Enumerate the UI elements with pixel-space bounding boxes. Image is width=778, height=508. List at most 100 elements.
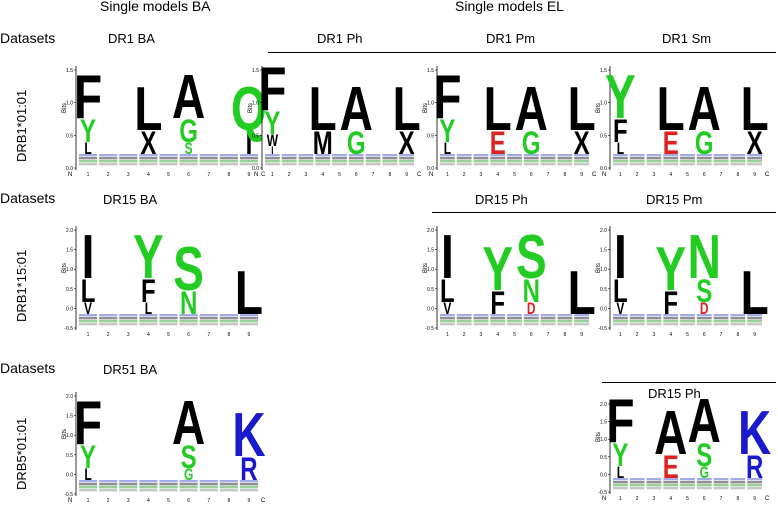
logo-letter: Y — [605, 62, 636, 131]
background-letters — [629, 487, 645, 490]
background-letters — [348, 154, 364, 157]
x-tick-label: 9 — [248, 172, 251, 178]
background-letters — [382, 154, 398, 157]
background-letters — [713, 323, 729, 326]
x-tick-label: 8 — [736, 172, 739, 178]
logo-letter: N — [523, 274, 540, 310]
x-tick-label: 7 — [207, 498, 210, 504]
background-letters — [646, 314, 662, 317]
title-dr15-ba: DR15 BA — [103, 192, 158, 207]
background-letters — [139, 320, 158, 323]
datasets-label-row1: Datasets — [0, 30, 56, 46]
logo-letter: X — [140, 126, 156, 162]
background-letters — [680, 323, 695, 326]
background-letters — [99, 480, 118, 483]
logo-letter: A — [654, 398, 687, 467]
y-tick-label: 1.5 — [427, 68, 434, 74]
background-letters — [199, 157, 218, 160]
logo-letter: L — [568, 258, 596, 327]
background-letters — [490, 323, 506, 326]
logo-letter: L — [81, 274, 96, 310]
x-tick-label: 7 — [207, 332, 210, 338]
x-tick-label: 8 — [563, 332, 566, 338]
background-letters — [139, 489, 158, 492]
logo-letter: K — [738, 398, 771, 467]
background-letters — [747, 163, 762, 166]
y-axis-label: Bits — [596, 263, 602, 273]
background-letters — [399, 154, 414, 157]
logo-letter: G — [700, 464, 709, 482]
background-letters — [574, 157, 589, 160]
background-letters — [730, 323, 746, 326]
background-letters — [159, 154, 178, 157]
x-tick-label: 1 — [87, 498, 90, 504]
background-letters — [713, 163, 729, 166]
datasets-label-row3: Datasets — [0, 360, 56, 376]
logo-letter: L — [617, 140, 625, 158]
x-tick-label: 3 — [127, 332, 130, 338]
background-letters — [139, 154, 158, 157]
el-rule-row2 — [432, 212, 776, 213]
background-letters — [179, 480, 198, 483]
logo-letter: G — [522, 126, 541, 162]
background-letters — [79, 317, 98, 320]
background-letters — [199, 160, 218, 163]
background-letters — [119, 154, 138, 157]
background-letters — [365, 154, 381, 157]
background-letters — [365, 157, 381, 160]
background-letters — [629, 314, 645, 317]
x-tick-label: 6 — [187, 172, 190, 178]
background-letters — [507, 154, 522, 157]
background-letters — [159, 157, 178, 160]
x-tick-label: 7 — [372, 172, 375, 178]
logo-letter: X — [747, 126, 763, 162]
background-letters — [730, 478, 746, 481]
logo-letter: A — [172, 62, 205, 131]
background-letters — [456, 323, 472, 326]
row-label-drb5-0101: DRB5*01:01 — [14, 417, 29, 490]
x-tick-label: 2 — [288, 172, 291, 178]
background-letters — [629, 157, 645, 160]
logo-letter: M — [313, 126, 333, 162]
x-tick-label: 6 — [703, 172, 706, 178]
logo-letter: F — [74, 62, 102, 131]
background-letters — [713, 481, 729, 484]
y-tick-label: 1.5 — [600, 248, 607, 254]
background-letters — [680, 484, 695, 487]
x-tick-label: 4 — [669, 172, 672, 178]
background-letters — [440, 163, 455, 166]
x-tick-label: 8 — [736, 496, 739, 502]
background-letters — [119, 489, 138, 492]
background-letters — [629, 478, 645, 481]
background-letters — [663, 484, 679, 487]
y-tick-label: 1.0 — [66, 433, 73, 439]
background-letters — [139, 317, 158, 320]
background-letters — [574, 323, 589, 326]
logo-letter: I — [271, 145, 273, 158]
logo-letter: S — [181, 440, 197, 476]
background-letters — [646, 481, 662, 484]
background-letters — [281, 154, 297, 157]
background-letters — [473, 157, 489, 160]
background-letters — [713, 314, 729, 317]
background-letters — [523, 160, 539, 163]
x-tick-label: 4 — [496, 332, 499, 338]
background-letters — [490, 320, 506, 323]
background-letters — [473, 314, 489, 317]
logo-letter: W — [267, 132, 279, 150]
background-letters — [179, 160, 198, 163]
background-letters — [523, 314, 539, 317]
background-letters — [613, 160, 628, 163]
x-tick-label: 5 — [686, 332, 689, 338]
x-tick-label: 3 — [305, 172, 308, 178]
background-letters — [179, 323, 198, 326]
background-letters — [219, 483, 238, 486]
y-tick-label: 0.5 — [427, 287, 434, 293]
background-letters — [696, 320, 712, 323]
background-letters — [507, 317, 522, 320]
background-letters — [507, 323, 522, 326]
background-letters — [219, 480, 238, 483]
background-letters — [680, 487, 695, 490]
